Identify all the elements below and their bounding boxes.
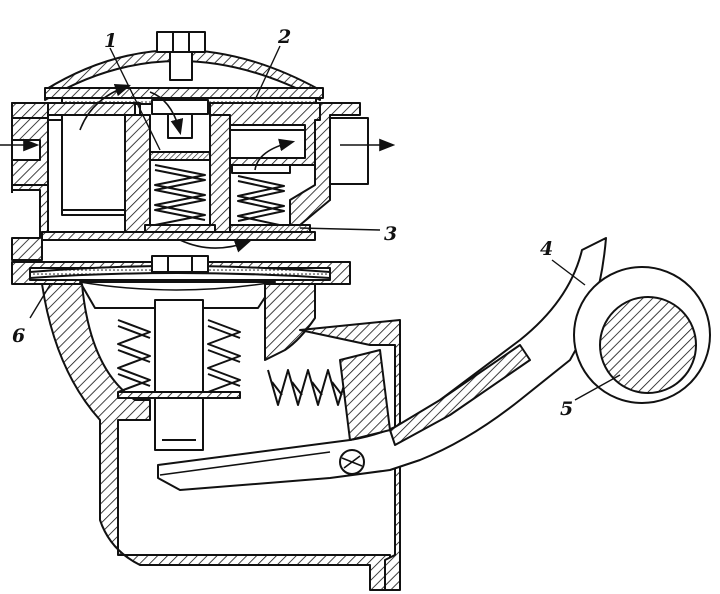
lever-spring [267,369,349,406]
inlet-pipe [11,110,48,193]
callout-3: 3 [384,223,397,245]
pushrod [151,255,209,451]
callout-4: 4 [540,238,553,260]
valve-body [11,102,361,261]
callout-2: 2 [277,26,291,48]
flow-arrows [0,83,396,253]
leader-lines [29,45,621,401]
callout-5: 5 [560,398,573,420]
lower-body [11,261,401,591]
rocker-lever [157,237,607,491]
top-bolt [156,31,206,81]
callout-1: 1 [104,30,117,52]
callout-6: 6 [12,325,25,347]
diaphragm-spring [117,319,241,399]
lever-pivot [339,449,365,475]
outlet-pipe [329,117,369,185]
eccentric [573,266,711,404]
inlet-valve [144,99,216,233]
